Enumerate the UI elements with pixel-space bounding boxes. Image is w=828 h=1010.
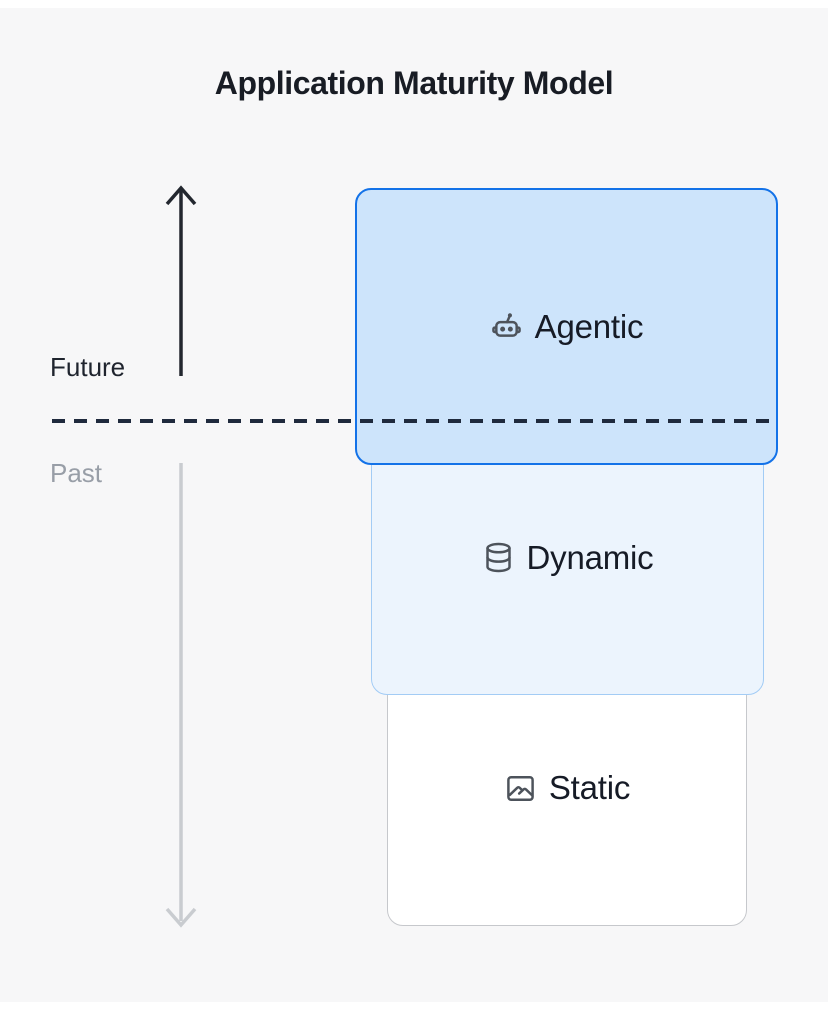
maturity-stage-dynamic: Dynamic: [371, 420, 764, 695]
dynamic-box-content: Dynamic: [482, 539, 654, 577]
agentic-box-content: Agentic: [490, 308, 644, 346]
past-down-arrow: [165, 463, 197, 928]
agentic-label: Agentic: [534, 307, 644, 345]
static-box-content: Static: [504, 769, 630, 807]
robot-icon: [491, 313, 521, 337]
maturity-stage-static: Static: [387, 650, 747, 926]
future-axis-label: Future: [50, 352, 126, 382]
future-up-arrow: [165, 185, 197, 376]
future-past-divider-line: [52, 419, 778, 423]
database-icon: [485, 542, 511, 573]
static-label: Static: [548, 769, 631, 806]
dynamic-label: Dynamic: [526, 538, 654, 576]
past-axis-label: Past: [50, 458, 103, 488]
page-title: Application Maturity Model: [214, 65, 614, 102]
maturity-stage-agentic: Agentic: [355, 188, 778, 465]
image-icon: [506, 775, 534, 801]
